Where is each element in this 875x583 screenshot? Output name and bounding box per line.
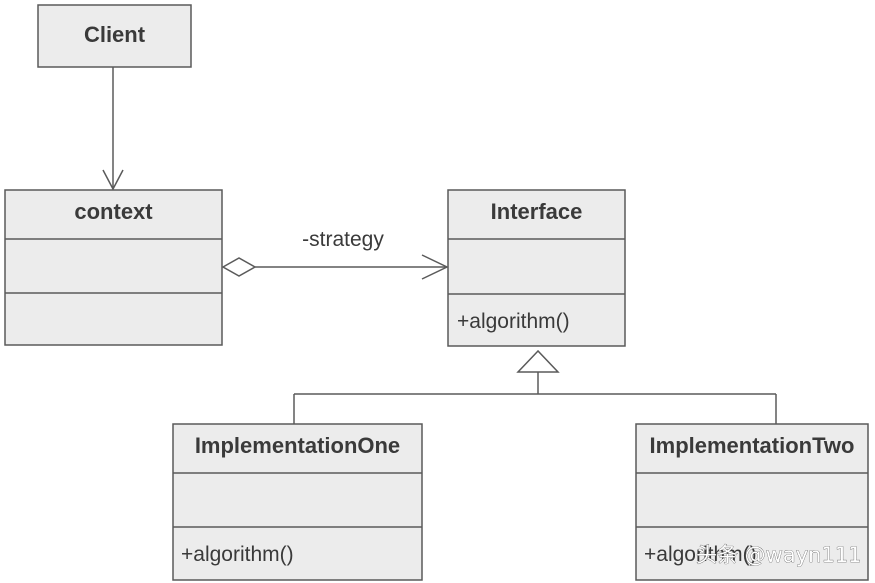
class-context-name: context (74, 199, 153, 224)
class-interface-name: Interface (491, 199, 583, 224)
open-arrowhead-icon (421, 254, 449, 280)
impl-one-operation: +algorithm() (181, 543, 294, 566)
open-arrowhead-icon (102, 169, 124, 191)
inheritance-connector (293, 349, 777, 424)
interface-operation: +algorithm() (457, 310, 570, 333)
watermark: 头条 @wayn111 (696, 543, 862, 567)
context-to-interface-aggregation: -strategy (221, 228, 449, 280)
class-client-name: Client (84, 22, 146, 47)
inheritance-triangle-icon (516, 349, 560, 373)
client-to-context-arrow (102, 67, 124, 191)
class-context[interactable]: context (4, 189, 223, 346)
strategy-role-label: -strategy (302, 228, 384, 251)
impl-two-operation: +algorithm() (644, 543, 757, 566)
class-implementation-two-name: ImplementationTwo (650, 433, 855, 458)
class-implementation-one[interactable]: ImplementationOne +algorithm() (172, 423, 423, 581)
class-implementation-two[interactable]: ImplementationTwo +algorithm() (635, 423, 869, 581)
aggregation-diamond-icon (221, 257, 257, 277)
class-interface[interactable]: Interface +algorithm() (447, 189, 626, 347)
class-client[interactable]: Client (37, 4, 192, 68)
class-implementation-one-name: ImplementationOne (195, 433, 400, 458)
